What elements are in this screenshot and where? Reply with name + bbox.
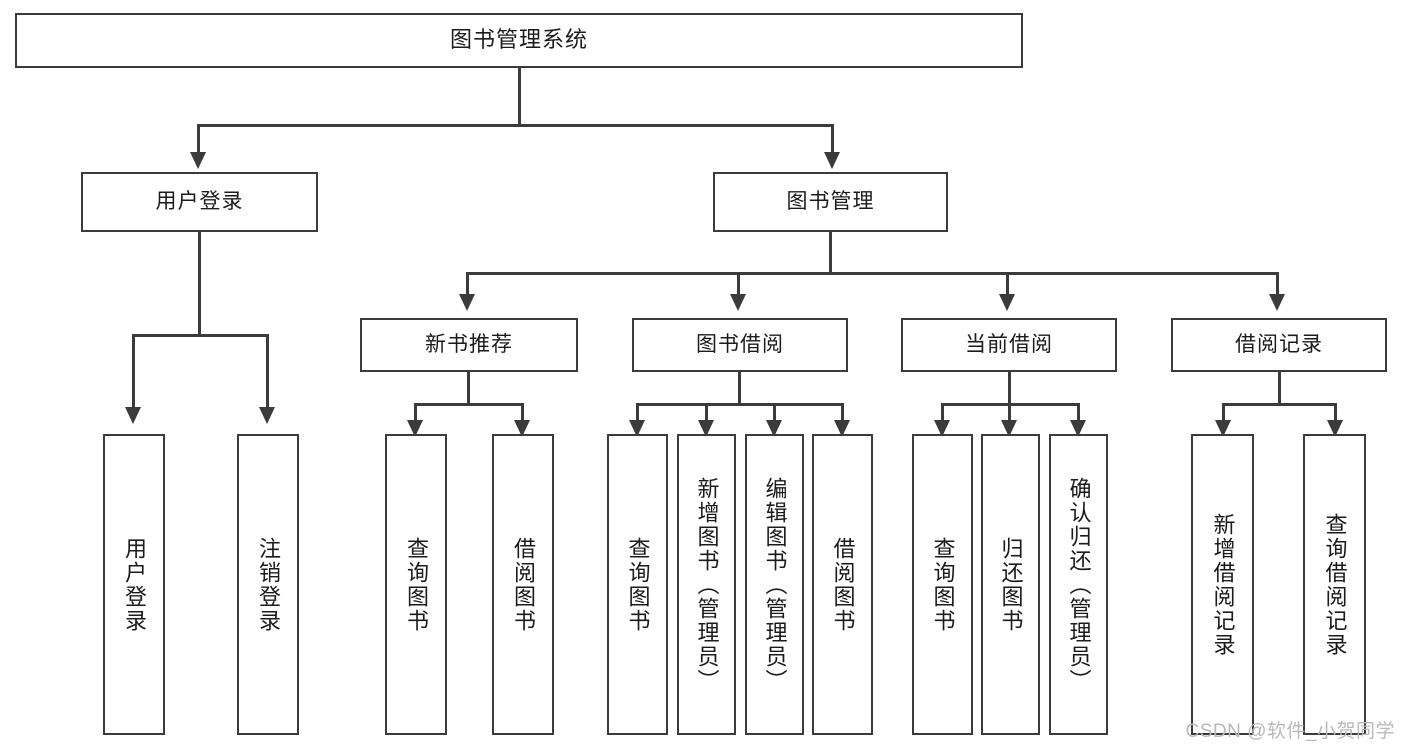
connector-cb-to-leaf-1: [941, 403, 944, 423]
connector-br-to-leaf-2: [1334, 403, 1337, 423]
connector-current-borrow-stem: [1008, 372, 1011, 405]
connector-bb-to-leaf-1: [636, 403, 639, 423]
node-current-borrow[interactable]: 当前借阅: [901, 318, 1117, 372]
arrow-root-to-user-login: [190, 152, 206, 169]
leaf-label: 新增图书（管理员）: [694, 476, 720, 693]
leaf-label: 确认归还（管理员）: [1066, 476, 1092, 693]
arrow-bm-to-borrow-records: [1269, 294, 1285, 311]
node-label: 图书借阅: [696, 333, 784, 357]
leaf-book-borrow-add[interactable]: 新增图书（管理员）: [677, 434, 736, 735]
arrow-bb-to-leaf-4: [834, 420, 850, 437]
leaf-current-borrow-query[interactable]: 查询图书: [912, 434, 973, 735]
connector-br-to-leaf-1: [1222, 403, 1225, 423]
connector-user-login-to-leaf-2: [266, 334, 269, 409]
connector-new-book-stem: [467, 372, 470, 405]
arrow-cb-to-leaf-3: [1070, 420, 1086, 437]
leaf-label: 查询借阅记录: [1322, 512, 1348, 657]
leaf-new-book-query[interactable]: 查询图书: [385, 434, 447, 735]
arrow-root-to-book-manage: [824, 152, 840, 169]
connector-cb-to-leaf-3: [1077, 403, 1080, 423]
leaf-label: 新增借阅记录: [1210, 512, 1236, 657]
leaf-book-borrow-query[interactable]: 查询图书: [607, 434, 668, 735]
connector-bb-to-leaf-3: [773, 403, 776, 423]
arrow-user-login-to-leaf-1: [125, 407, 141, 424]
connector-book-management-stem: [829, 232, 832, 274]
leaf-user-login-logout[interactable]: 注销登录: [237, 434, 299, 735]
leaf-user-login-login[interactable]: 用户登录: [103, 434, 165, 735]
arrow-new-book-to-leaf-2: [514, 420, 530, 437]
leaf-label: 借阅图书: [510, 536, 536, 633]
node-book-management[interactable]: 图书管理: [713, 172, 948, 232]
arrow-br-to-leaf-2: [1327, 420, 1343, 437]
arrow-bb-to-leaf-2: [698, 420, 714, 437]
connector-cb-to-leaf-2: [1008, 403, 1011, 423]
leaf-label: 用户登录: [121, 536, 147, 633]
leaf-label: 归还图书: [998, 536, 1024, 633]
connector-root-to-book-manage: [831, 124, 834, 154]
leaf-label: 查询图书: [625, 536, 651, 633]
node-label: 借阅记录: [1235, 333, 1323, 357]
node-user-login[interactable]: 用户登录: [81, 172, 318, 232]
leaf-label: 注销登录: [255, 536, 281, 633]
connector-bm-to-new-book: [466, 272, 469, 296]
leaf-book-borrow-edit[interactable]: 编辑图书（管理员）: [745, 434, 804, 735]
arrow-br-to-leaf-1: [1215, 420, 1231, 437]
node-borrow-records[interactable]: 借阅记录: [1171, 318, 1387, 372]
connector-new-book-to-leaf-1: [414, 403, 417, 423]
connector-root-stem: [518, 68, 521, 126]
leaf-borrow-records-add[interactable]: 新增借阅记录: [1191, 434, 1254, 735]
node-root-system[interactable]: 图书管理系统: [15, 13, 1023, 68]
node-label: 新书推荐: [425, 333, 513, 357]
connector-user-login-stem: [198, 232, 201, 336]
connector-root-to-user-login: [197, 124, 200, 154]
connector-bb-to-leaf-2: [705, 403, 708, 423]
connector-borrow-records-bus: [1222, 403, 1337, 406]
connector-bb-to-leaf-4: [841, 403, 844, 423]
arrow-user-login-to-leaf-2: [259, 407, 275, 424]
connector-root-bus: [197, 124, 834, 127]
connector-user-login-to-leaf-1: [132, 334, 135, 409]
connector-bm-to-current-borrow: [1006, 272, 1009, 296]
leaf-borrow-records-query[interactable]: 查询借阅记录: [1303, 434, 1366, 735]
leaf-label: 查询图书: [930, 536, 956, 633]
arrow-bm-to-current-borrow: [999, 294, 1015, 311]
leaf-label: 编辑图书（管理员）: [762, 476, 788, 693]
leaf-label: 查询图书: [403, 536, 429, 633]
arrow-new-book-to-leaf-1: [407, 420, 423, 437]
arrow-bb-to-leaf-3: [766, 420, 782, 437]
connector-new-book-to-leaf-2: [521, 403, 524, 423]
connector-book-borrow-stem: [738, 372, 741, 405]
arrow-bb-to-leaf-1: [629, 420, 645, 437]
node-label: 当前借阅: [965, 333, 1053, 357]
node-label: 图书管理系统: [449, 27, 588, 53]
leaf-new-book-borrow[interactable]: 借阅图书: [492, 434, 554, 735]
connector-borrow-records-stem: [1278, 372, 1281, 405]
leaf-current-borrow-confirm[interactable]: 确认归还（管理员）: [1049, 434, 1108, 735]
leaf-book-borrow-borrow[interactable]: 借阅图书: [812, 434, 873, 735]
node-label: 用户登录: [155, 190, 244, 214]
connector-user-login-bus: [132, 334, 269, 337]
connector-bm-to-book-borrow: [737, 272, 740, 296]
node-label: 图书管理: [786, 190, 875, 214]
leaf-current-borrow-return[interactable]: 归还图书: [981, 434, 1040, 735]
connector-book-borrow-bus: [636, 403, 844, 406]
leaf-label: 借阅图书: [830, 536, 856, 633]
arrow-cb-to-leaf-1: [934, 420, 950, 437]
connector-book-management-bus: [466, 272, 1279, 275]
arrow-bm-to-book-borrow: [730, 294, 746, 311]
node-new-book-recommend[interactable]: 新书推荐: [360, 318, 578, 372]
node-book-borrow[interactable]: 图书借阅: [632, 318, 848, 372]
arrow-bm-to-new-book: [459, 294, 475, 311]
arrow-cb-to-leaf-2: [1001, 420, 1017, 437]
connector-bm-to-borrow-records: [1276, 272, 1279, 296]
connector-new-book-bus: [414, 403, 524, 406]
